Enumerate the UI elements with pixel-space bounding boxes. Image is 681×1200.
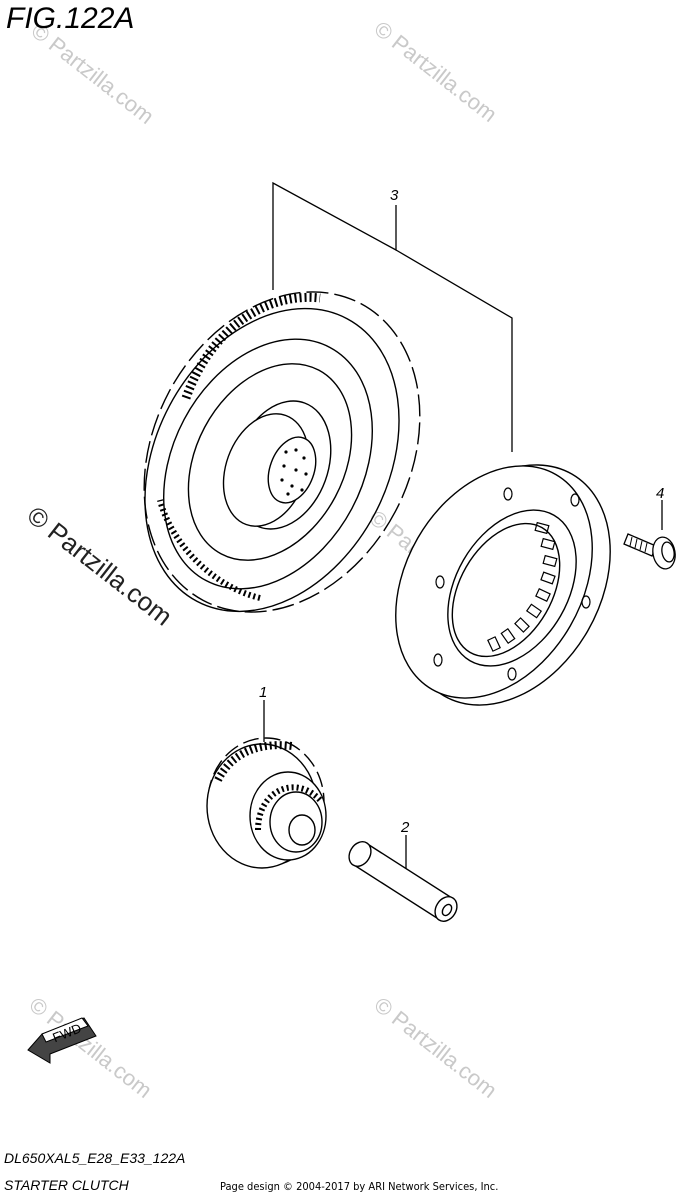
figure-title: FIG.122A xyxy=(6,2,135,35)
callout-3: 3 xyxy=(390,187,399,204)
idle-gear xyxy=(206,737,327,869)
diagram-code: DL650XAL5_E28_E33_122A xyxy=(4,1150,186,1166)
shaft xyxy=(348,841,458,922)
callout-4: 4 xyxy=(656,485,664,502)
bolt xyxy=(623,533,676,570)
page-credit: Page design © 2004-2017 by ARI Network S… xyxy=(220,1180,499,1193)
leader-part-3 xyxy=(272,181,513,452)
callout-1: 1 xyxy=(259,684,267,701)
one-way-clutch-housing xyxy=(395,464,611,706)
section-name: STARTER CLUTCH xyxy=(4,1177,129,1193)
starter-driven-gear xyxy=(143,291,421,613)
callout-2: 2 xyxy=(400,819,410,836)
fwd-direction-arrow: FWD xyxy=(27,1017,97,1064)
